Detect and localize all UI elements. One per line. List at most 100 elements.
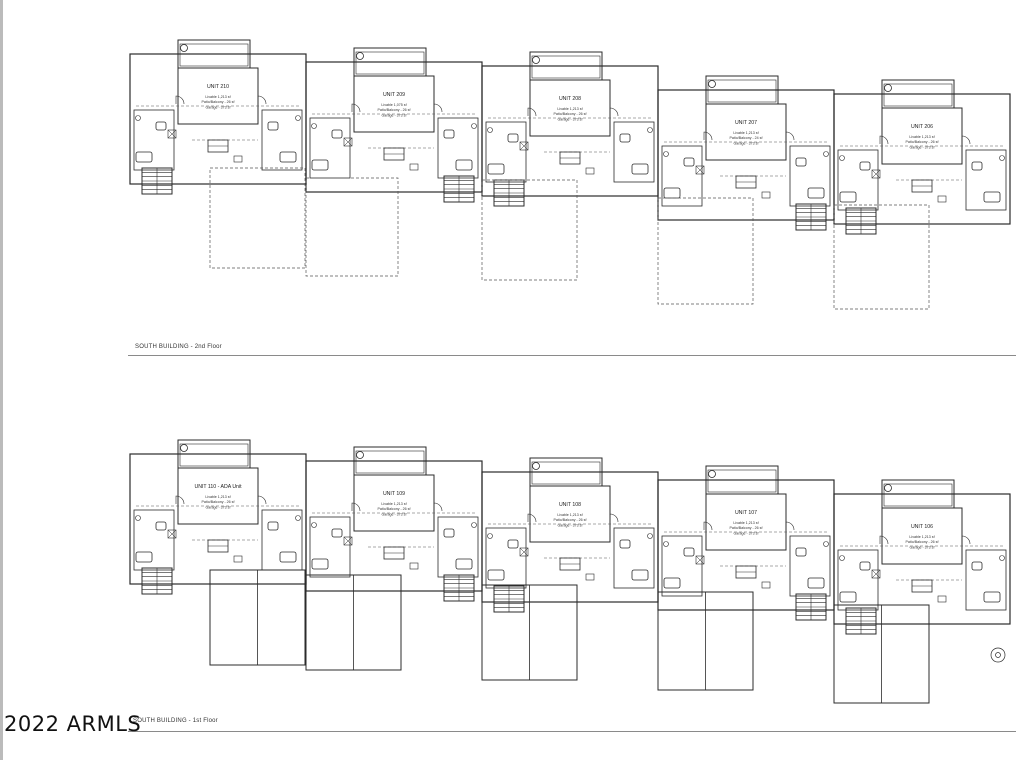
unit-area-note: Livable 1,213 sf [909,535,934,539]
toilet-left [311,522,317,528]
column-circle [708,470,716,478]
bedroom-right [437,516,479,578]
toilet-left [311,123,317,129]
appliance-x [167,529,177,539]
unit-area-note: Livable 1,213 sf [205,495,230,499]
bathtub-left [839,191,857,203]
unit-area-note: Livable 1,213 sf [205,95,230,99]
unit-area-note: Patio/Balcony - 26 sf [378,507,411,511]
column-circle [356,52,364,60]
unit-area-note: Livable 1,213 sf [557,107,582,111]
column-circle [180,44,188,52]
bathtub-left [839,591,857,603]
staircase [795,593,827,621]
door-swing [609,513,619,523]
door-swing [785,521,795,531]
toilet-right [471,123,477,129]
door-swing [879,535,889,545]
unit-name: UNIT 110 - ADA Unit [194,484,242,490]
vanity-left [155,121,167,131]
bedroom-left [133,109,175,171]
vanity-right [267,521,279,531]
balcony-inner [355,51,425,75]
appliance-box [695,165,705,175]
unit-area-note: Patio/Balcony - 26 sf [202,500,235,504]
staircase [795,203,827,231]
unit-area-note: Garage - 373 sf [382,512,407,516]
vanity-right [619,539,631,549]
bathtub-right [279,151,297,163]
toilet-left [839,555,845,561]
bedroom-left [309,516,351,578]
toilet-left [663,541,669,547]
bedroom-left [837,149,879,211]
balcony-inner [179,443,249,467]
toilet-left [135,515,141,521]
balcony-inner [531,55,601,79]
bathtub-right [631,569,649,581]
unit-area-note: Patio/Balcony - 26 sf [906,140,939,144]
unit-outline [129,453,307,585]
bedroom-left [133,509,175,571]
laundry-box [761,581,771,589]
appliance-x [695,555,705,565]
garage [657,197,754,305]
unit-outline [833,93,1011,225]
column-circle [884,484,892,492]
staircase [443,175,475,203]
garage [833,204,930,310]
door-swing [785,131,795,141]
appliance-box [871,169,881,179]
toilet-right [999,555,1005,561]
bathtub-right [455,558,473,570]
unit-name: UNIT 206 [911,124,933,130]
door-swing [703,131,713,141]
bathtub-left [135,551,153,563]
bathtub-right [279,551,297,563]
balcony-inner [883,83,953,107]
door-swing [879,135,889,145]
first-floor-label: SOUTH BUILDING - 1st Floor [133,718,218,724]
appliance-x [871,569,881,579]
appliance-x [519,141,529,151]
bedroom-right [437,117,479,179]
vanity-left [155,521,167,531]
staircase [493,179,525,207]
second-floor-label: SOUTH BUILDING - 2nd Floor [135,344,222,350]
bathtub-left [663,187,681,199]
unit-area-note: Patio/Balcony - 26 sf [554,518,587,522]
bedroom-left [661,535,703,597]
balcony-inner [531,461,601,485]
laundry-box [409,562,419,570]
staircase [141,567,173,595]
garage [481,179,578,281]
vanity-right [443,528,455,538]
toilet-right [295,115,301,121]
column-circle [532,462,540,470]
appliance-box [343,536,353,546]
unit-outline [305,61,483,193]
bathtub-left [487,163,505,175]
door-swing [257,95,267,105]
door-swing [961,535,971,545]
staircase [845,207,877,235]
balcony-inner [179,43,249,67]
unit-area-note: Livable 1,213 sf [733,131,758,135]
bedroom-right [613,527,655,589]
column-circle [356,451,364,459]
toilet-left [663,151,669,157]
bedroom-right [789,145,831,207]
appliance-box [695,555,705,565]
vanity-right [267,121,279,131]
unit-area-note: Patio/Balcony - 26 sf [378,108,411,112]
appliance-x [167,129,177,139]
bathtub-right [983,591,1001,603]
appliance-box [343,137,353,147]
garage [305,177,399,277]
unit-outline [481,65,659,197]
bedroom-left [837,549,879,611]
